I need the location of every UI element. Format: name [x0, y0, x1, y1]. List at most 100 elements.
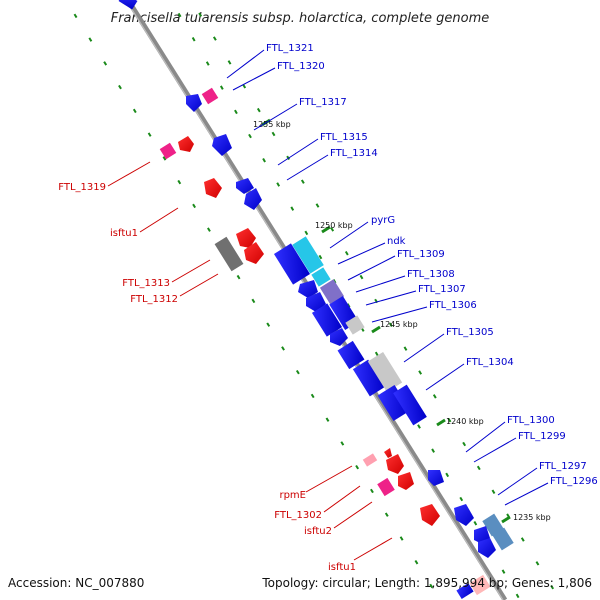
gene-arrow[interactable] [244, 242, 264, 264]
gene-arrow[interactable] [298, 280, 318, 298]
gene-block[interactable] [362, 453, 378, 467]
guide-line-inner-left [169, 0, 522, 600]
gene-label-ftl-1315[interactable]: FTL_1315 [320, 132, 368, 143]
accession-text: Accession: NC_007880 [8, 576, 144, 590]
gene-arrow[interactable] [478, 538, 496, 558]
gene-label-isftu2[interactable]: isftu2 [304, 526, 332, 537]
leader-line [504, 482, 549, 506]
gene-label-ftl-1296[interactable]: FTL_1296 [550, 476, 598, 487]
reverse-genes [159, 87, 440, 526]
gene-arrow[interactable] [244, 188, 262, 210]
leader-line [286, 154, 329, 181]
gene-label-isftu1-upper[interactable]: isftu1 [110, 228, 138, 239]
gene-label-ftl-1314[interactable]: FTL_1314 [330, 148, 378, 159]
gene-label-ftl-1299[interactable]: FTL_1299 [518, 431, 566, 442]
leader-line [305, 465, 353, 493]
leader-line [353, 537, 393, 561]
leader-line [232, 67, 276, 91]
gene-label-ftl-1309[interactable]: FTL_1309 [397, 249, 445, 260]
gene-label-ftl-1302[interactable]: FTL_1302 [274, 510, 322, 521]
gene-block[interactable] [201, 87, 219, 105]
gene-label-ftl-1300[interactable]: FTL_1300 [507, 415, 555, 426]
leader-line [337, 242, 386, 265]
leader-line [333, 501, 373, 529]
leader-line [277, 138, 319, 166]
gene-block[interactable] [377, 384, 411, 422]
guide-lines [73, 0, 562, 600]
leader-line [347, 255, 396, 281]
tick-label-1240: 1240 kbp [446, 417, 484, 426]
tick-label-1250: 1250 kbp [315, 221, 353, 230]
leader-line [403, 333, 445, 363]
gene-block[interactable] [292, 236, 324, 274]
gene-label-ftl-1321[interactable]: FTL_1321 [266, 43, 314, 54]
gene-block[interactable] [159, 142, 177, 160]
gene-block[interactable] [393, 384, 427, 426]
forward-leader-lines [226, 49, 549, 506]
leader-line [497, 467, 538, 496]
forward-gene-labels: FTL_1321 FTL_1320 FTL_1317 FTL_1315 FTL_… [266, 43, 598, 487]
gene-block[interactable] [469, 574, 491, 596]
tick-mark [501, 515, 511, 524]
leader-line [139, 207, 179, 233]
gene-arrow[interactable] [178, 136, 194, 152]
gene-arrow[interactable] [386, 454, 404, 474]
map-title: Francisella tularensis subsp. holarctica… [111, 11, 490, 26]
gene-label-pyrg[interactable]: pyrG [371, 215, 395, 226]
gene-block[interactable] [456, 583, 474, 599]
gene-arrow[interactable] [204, 178, 222, 198]
gene-label-ftl-1317[interactable]: FTL_1317 [299, 97, 347, 108]
gene-block[interactable] [492, 527, 514, 551]
gene-arrow[interactable] [306, 292, 326, 312]
gene-label-isftu1-lower[interactable]: isftu1 [328, 562, 356, 573]
leader-line [179, 273, 219, 297]
gene-block[interactable] [311, 303, 343, 337]
gene-arrow[interactable] [420, 504, 440, 526]
gene-block[interactable] [311, 267, 331, 287]
gene-label-ftl-1312[interactable]: FTL_1312 [130, 294, 178, 305]
gene-label-ftl-1297[interactable]: FTL_1297 [539, 461, 587, 472]
gene-block[interactable] [118, 0, 138, 10]
genome-summary-text: Topology: circular; Length: 1,895,994 bp… [261, 576, 592, 590]
leader-line [226, 49, 265, 79]
gene-block[interactable] [273, 243, 311, 285]
gene-arrow[interactable] [428, 470, 444, 486]
forward-genes [118, 0, 514, 599]
gene-label-ftl-1319[interactable]: FTL_1319 [58, 182, 106, 193]
gene-arrow[interactable] [212, 134, 232, 156]
tick-mark [321, 225, 331, 234]
gene-arrow[interactable] [454, 504, 474, 526]
gene-block[interactable] [345, 315, 365, 335]
gene-label-ftl-1304[interactable]: FTL_1304 [466, 357, 514, 368]
gene-arrow[interactable] [398, 472, 414, 490]
tick-label-1235: 1235 kbp [513, 513, 551, 522]
leader-line [107, 161, 151, 187]
gene-block[interactable] [377, 477, 395, 497]
gene-block[interactable] [352, 359, 386, 397]
gene-label-ftl-1307[interactable]: FTL_1307 [418, 284, 466, 295]
leader-line [329, 221, 369, 249]
gene-block[interactable] [214, 236, 244, 272]
gene-block[interactable] [319, 279, 345, 305]
gene-arrow[interactable] [186, 94, 202, 112]
gene-label-ftl-1305[interactable]: FTL_1305 [446, 327, 494, 338]
gene-arrow[interactable] [330, 328, 348, 346]
gene-arrow[interactable] [236, 228, 256, 248]
leader-line [473, 437, 517, 463]
gene-label-ftl-1313[interactable]: FTL_1313 [122, 278, 170, 289]
gene-label-ftl-1308[interactable]: FTL_1308 [407, 269, 455, 280]
gene-block[interactable] [367, 351, 403, 393]
gene-label-ndk[interactable]: ndk [387, 236, 406, 247]
leader-line [171, 259, 211, 283]
leader-line [253, 103, 298, 131]
gene-arrow[interactable] [236, 178, 254, 194]
gene-arrow[interactable] [384, 448, 392, 458]
leader-line [365, 290, 417, 306]
gene-block[interactable] [337, 340, 365, 370]
tick-label-1255: 1255 kbp [253, 120, 291, 129]
gene-label-ftl-1320[interactable]: FTL_1320 [277, 61, 325, 72]
gene-block[interactable] [482, 513, 504, 537]
gene-label-rpme[interactable]: rpmE [279, 490, 306, 501]
gene-label-ftl-1306[interactable]: FTL_1306 [429, 300, 477, 311]
